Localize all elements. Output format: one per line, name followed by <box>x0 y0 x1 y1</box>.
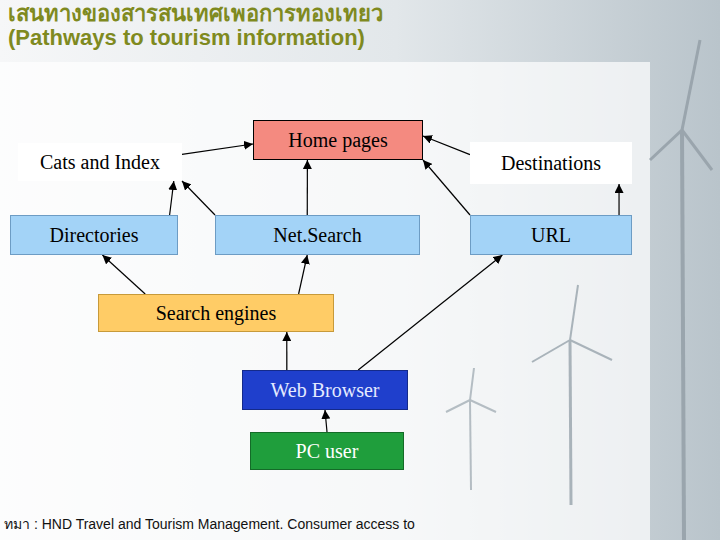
arrow-connector <box>299 255 308 294</box>
process-box: URL <box>470 215 632 255</box>
arrow-connector <box>102 255 145 294</box>
process-box: Net.Search <box>215 215 420 255</box>
process-box: Web Browser <box>242 370 408 410</box>
box-label: Net.Search <box>273 224 361 247</box>
arrow-connector <box>423 160 470 215</box>
box-label: Cats and Index <box>40 151 160 174</box>
wind-turbine <box>532 285 612 505</box>
arrow-connector <box>170 181 174 215</box>
caption: ทมา : HND Travel and Tourism Management.… <box>4 513 415 535</box>
content-panel <box>0 62 650 540</box>
arrow-connector <box>307 160 308 215</box>
process-box: Destinations <box>470 142 632 184</box>
box-label: Destinations <box>501 152 601 175</box>
arrow-connector <box>325 410 327 432</box>
box-label: PC user <box>296 440 359 463</box>
arrow-connector <box>182 144 253 154</box>
box-label: URL <box>531 224 571 247</box>
box-label: Home pages <box>288 129 387 152</box>
process-box: Cats and Index <box>18 143 182 181</box>
box-label: Web Browser <box>271 379 380 402</box>
box-label: Search engines <box>156 302 277 325</box>
process-box: PC user <box>250 432 404 470</box>
wind-turbine <box>446 368 496 490</box>
arrow-connector <box>423 136 470 155</box>
process-box: Directories <box>10 215 178 255</box>
box-label: Directories <box>50 224 139 247</box>
title: เสนทางของสารสนเทศเพอการทองเทยว (Pathways… <box>8 2 458 50</box>
process-box: Home pages <box>253 120 423 160</box>
wind-turbine <box>650 40 712 540</box>
arrow-connector <box>618 184 619 215</box>
arrow-connector <box>358 255 502 370</box>
arrow-connector <box>286 332 287 370</box>
arrow-connector <box>182 181 215 215</box>
process-box: Search engines <box>98 294 334 332</box>
